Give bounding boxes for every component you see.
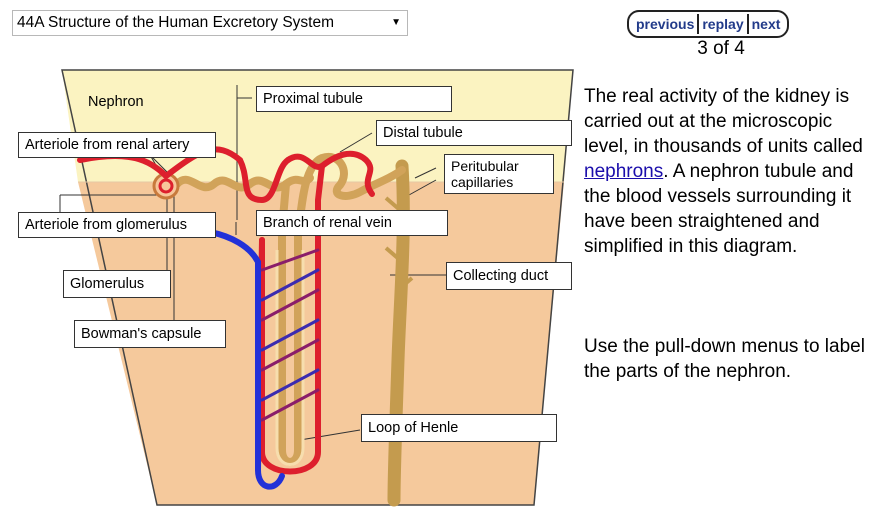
label-arteriole-glomerulus[interactable]: Arteriole from glomerulus bbox=[18, 212, 216, 238]
label-branch-renal-vein[interactable]: Branch of renal vein bbox=[256, 210, 448, 236]
next-button[interactable]: next bbox=[751, 16, 781, 32]
replay-button[interactable]: replay bbox=[702, 16, 744, 32]
page-counter: 3 of 4 bbox=[697, 38, 745, 59]
description-text: The real activity of the kidney is carri… bbox=[584, 84, 866, 259]
nav-divider bbox=[697, 14, 700, 34]
label-peritubular-capillaries[interactable]: Peritubular capillaries bbox=[444, 154, 554, 194]
nephrons-link[interactable]: nephrons bbox=[584, 161, 664, 182]
label-glomerulus[interactable]: Glomerulus bbox=[63, 270, 171, 298]
tissue-outline bbox=[61, 69, 574, 506]
nav-divider bbox=[746, 14, 749, 34]
description-start: The real activity of the kidney is carri… bbox=[584, 86, 863, 157]
label-arteriole-renal-artery[interactable]: Arteriole from renal artery bbox=[18, 132, 216, 158]
diagram-title: Nephron bbox=[88, 94, 144, 110]
description-end: . A nephron tubule and the blood vessels… bbox=[584, 161, 854, 257]
label-distal-tubule[interactable]: Distal tubule bbox=[376, 120, 572, 146]
dropdown-arrow-icon: ▼ bbox=[391, 17, 401, 28]
topic-select-value: 44A Structure of the Human Excretory Sys… bbox=[17, 14, 335, 31]
nav-buttons: previous replay next bbox=[627, 10, 790, 38]
previous-button[interactable]: previous bbox=[636, 16, 695, 32]
instruction-text: Use the pull-down menus to label the par… bbox=[584, 336, 865, 382]
label-bowmans-capsule[interactable]: Bowman's capsule bbox=[74, 320, 226, 348]
label-proximal-tubule[interactable]: Proximal tubule bbox=[256, 86, 452, 112]
label-collecting-duct[interactable]: Collecting duct bbox=[446, 262, 572, 290]
label-loop-of-henle[interactable]: Loop of Henle bbox=[361, 414, 557, 442]
topic-select[interactable]: 44A Structure of the Human Excretory Sys… bbox=[12, 10, 408, 36]
